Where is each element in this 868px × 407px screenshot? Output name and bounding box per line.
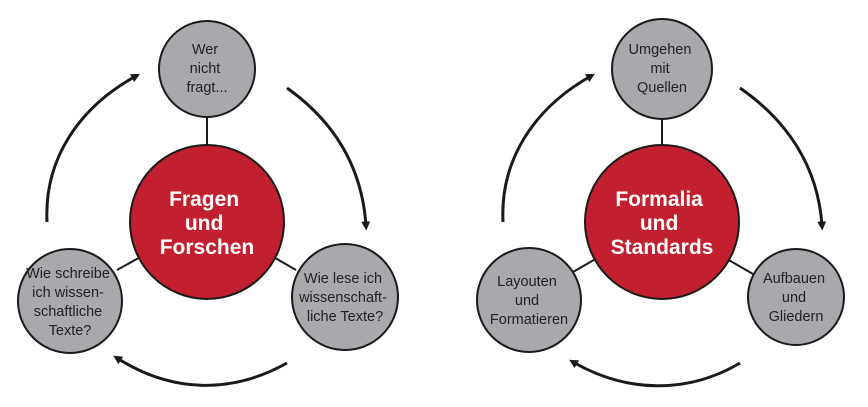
satellite-circle	[158, 20, 256, 118]
cycle-arrow-bottom	[569, 359, 741, 388]
satellite-text-line: wissenschaft-	[298, 290, 387, 306]
svg-text:Aufbauen und G: Aufbauen und Gliedern	[763, 271, 829, 325]
satellite-text-line: Gliedern	[769, 309, 824, 325]
satellite-text-line: Wie lese ich	[304, 271, 382, 287]
center-circle	[129, 144, 285, 300]
cycle-arrow-right	[286, 86, 371, 231]
diagram-formalia-und-standards: Umgehen mit Quellen Aufbauen und Glieder…	[476, 18, 845, 388]
satellite-node-left: Wie schreibe ich wissen- schaftliche Tex…	[17, 248, 123, 354]
satellite-node-right: Wie lese ich wissenschaft- liche Texte?	[291, 243, 399, 351]
satellite-node-top: Umgehen mit Quellen	[611, 18, 713, 120]
center-text-line: Forschen	[160, 236, 255, 259]
satellite-text-line: Aufbauen	[763, 271, 825, 287]
satellite-text-line: Wer	[192, 42, 218, 58]
center-text-line: Standards	[611, 236, 714, 259]
satellite-text-line: Umgehen	[629, 42, 692, 58]
cycle-arrow-left	[45, 73, 140, 223]
center-text-line: und	[185, 212, 223, 235]
satellite-text-line: nicht	[190, 61, 221, 77]
satellite-text-line: fragt...	[186, 80, 227, 96]
satellite-circle	[17, 248, 123, 354]
satellite-text-line: Formatieren	[490, 312, 568, 328]
center-text-line: Formalia	[615, 188, 703, 211]
svg-text:Umgehen mit Qu: Umgehen mit Quellen	[629, 42, 696, 96]
satellite-text-line: und	[515, 293, 539, 309]
satellite-text-line: Wie schreibe	[26, 266, 110, 282]
connector-right	[726, 258, 754, 275]
cycle-arrow-left	[501, 73, 595, 223]
diagram-fragen-und-forschen: Wer nicht fragt... Wie lese ich wissensc…	[17, 20, 399, 387]
satellite-circle	[476, 247, 582, 353]
svg-text:Layouten und F: Layouten und Formatieren	[490, 274, 568, 328]
satellite-text-line: liche Texte?	[307, 309, 383, 325]
satellite-node-left: Layouten und Formatieren	[476, 247, 582, 353]
satellite-circle	[611, 18, 713, 120]
svg-text:Wie schreibe ich wisse: Wie schreibe ich wissen- schaftliche Tex…	[26, 266, 114, 339]
center-node: Fragen und Forschen	[129, 144, 285, 300]
satellite-circle	[291, 243, 399, 351]
svg-text:Wer nicht frag: Wer nicht fragt...	[186, 42, 227, 96]
svg-text:Formalia und S: Formalia und Standards	[611, 188, 714, 259]
satellite-text-line: Texte?	[49, 323, 92, 339]
satellite-text-line: schaftliche	[34, 304, 103, 320]
center-text-line: und	[640, 212, 678, 235]
cycle-arrow-bottom	[113, 355, 288, 387]
satellite-text-line: mit	[650, 61, 669, 77]
svg-text:Fragen und For: Fragen und Forschen	[160, 188, 255, 259]
satellite-text-line: ich wissen-	[32, 285, 104, 301]
satellite-node-right: Aufbauen und Gliedern	[747, 248, 845, 346]
center-circle	[584, 144, 740, 300]
satellite-circle	[747, 248, 845, 346]
cycle-arrow-right	[739, 86, 827, 231]
satellite-node-top: Wer nicht fragt...	[158, 20, 256, 118]
center-node: Formalia und Standards	[584, 144, 740, 300]
satellite-text-line: Layouten	[497, 274, 557, 290]
satellite-text-line: Quellen	[637, 80, 687, 96]
center-text-line: Fragen	[169, 188, 239, 211]
satellite-text-line: und	[782, 290, 806, 306]
svg-text:Wie lese ich wissensch: Wie lese ich wissenschaft- liche Texte?	[298, 271, 391, 325]
